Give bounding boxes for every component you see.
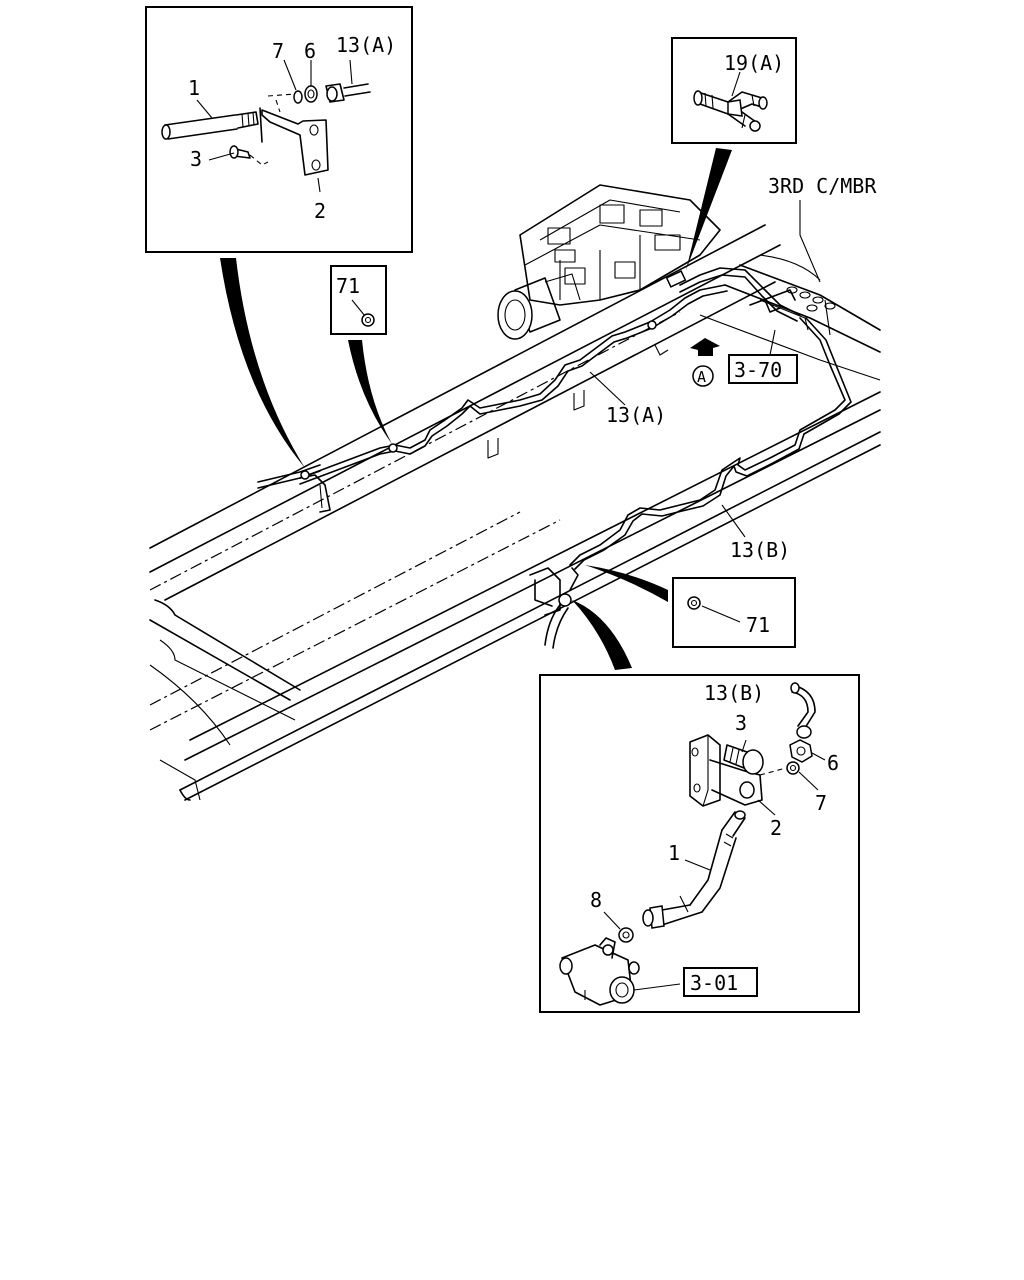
label-item-1: 1 — [188, 76, 200, 100]
label-item-2: 2 — [314, 199, 326, 223]
label-item-2-bottom: 2 — [770, 816, 782, 840]
small-box-71-mid: 71 — [672, 577, 796, 648]
detail-top-right: 19(A) — [671, 37, 797, 144]
label-13b-detail: 13(B) — [704, 681, 764, 705]
label-item-6-bottom: 6 — [827, 751, 839, 775]
label-item-7: 7 — [272, 39, 284, 63]
label-item-7-bottom: 7 — [815, 791, 827, 815]
ref-3-01: 3-01 — [690, 971, 738, 995]
leader-wedge-top-right — [686, 148, 732, 270]
small-box-71-top: 71 — [330, 265, 387, 335]
detail-top-left: 1 3 7 6 13(A) 2 — [145, 6, 413, 253]
ref-3-70: 3-70 — [734, 358, 782, 382]
view-marker-circle — [692, 365, 714, 387]
leader-wedge-71-top — [348, 340, 392, 444]
label-item-19a: 19(A) — [724, 51, 784, 75]
label-item-8-bottom: 8 — [590, 888, 602, 912]
label-item-13a: 13(A) — [336, 33, 396, 57]
main-labels: 3RD C/MBR 3-70 A 13(A) 13(B) — [589, 174, 877, 562]
label-71-top: 71 — [336, 274, 360, 298]
transmission-assembly — [497, 184, 721, 340]
pipe-13a — [299, 267, 801, 485]
leader-wedge-bottom — [572, 600, 632, 670]
detail-bottom: 13(B) 3 6 7 2 1 8 3-01 — [539, 674, 860, 1013]
label-item-3: 3 — [190, 147, 202, 171]
view-marker-a: A — [697, 368, 706, 386]
hose-left — [257, 464, 331, 513]
label-item-1-bottom: 1 — [668, 841, 680, 865]
label-pipe-13b: 13(B) — [730, 538, 790, 562]
label-pipe-13a: 13(A) — [606, 403, 666, 427]
label-71-mid: 71 — [746, 613, 770, 637]
pipe-13b — [529, 299, 852, 649]
label-item-3-bottom: 3 — [735, 711, 747, 735]
leader-wedge-71-mid — [585, 565, 668, 602]
frame-rail — [149, 224, 881, 801]
bracket-3-70 — [690, 289, 796, 356]
label-item-6: 6 — [304, 39, 316, 63]
leader-wedge-top-left — [220, 258, 305, 468]
label-3rd-crossmember: 3RD C/MBR — [768, 174, 877, 198]
